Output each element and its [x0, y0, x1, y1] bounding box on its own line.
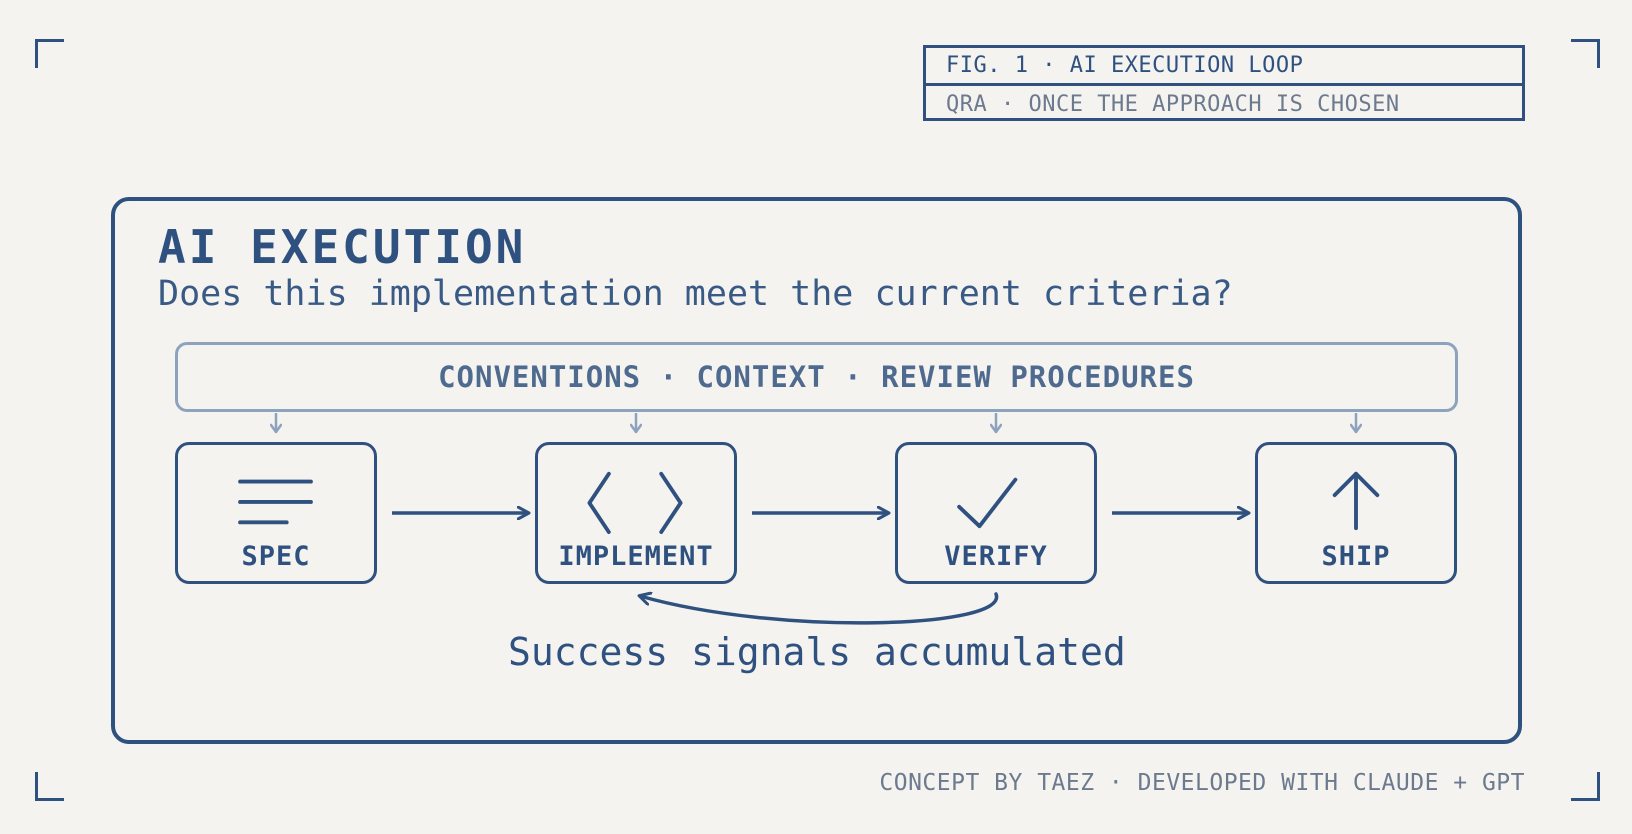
- check-icon: [957, 477, 1018, 529]
- step-implement: IMPLEMENT: [535, 442, 737, 584]
- step-spec: SPEC: [175, 442, 377, 584]
- step-label-verify: VERIFY: [944, 541, 1048, 572]
- step-label-spec: SPEC: [241, 541, 311, 572]
- panel-title: AI EXECUTION: [158, 220, 527, 274]
- lines-icon: [238, 479, 313, 525]
- figure-label: FIG. 1 · AI EXECUTION LOOP: [926, 48, 1522, 86]
- context-bar: CONVENTIONS · CONTEXT · REVIEW PROCEDURE…: [175, 342, 1458, 412]
- corner-mark-bottom-left: [35, 772, 64, 801]
- corner-mark-bottom-right: [1571, 772, 1600, 801]
- code-brackets-icon: [587, 471, 683, 534]
- figure-sublabel: QRA · ONCE THE APPROACH IS CHOSEN: [946, 92, 1400, 117]
- panel-question: Does this implementation meet the curren…: [158, 274, 1233, 314]
- arrow-up-icon: [1332, 471, 1380, 531]
- step-ship: SHIP: [1255, 442, 1457, 584]
- execution-panel: [111, 197, 1522, 744]
- step-verify: VERIFY: [895, 442, 1097, 584]
- loop-caption: Success signals accumulated: [508, 630, 1126, 674]
- context-bar-text: CONVENTIONS · CONTEXT · REVIEW PROCEDURE…: [438, 360, 1195, 394]
- corner-mark-top-left: [35, 39, 64, 68]
- step-label-ship: SHIP: [1321, 541, 1391, 572]
- footer-credit: CONCEPT BY TAEZ · DEVELOPED WITH CLAUDE …: [879, 770, 1525, 796]
- step-label-implement: IMPLEMENT: [558, 541, 714, 572]
- figure-caption-box: FIG. 1 · AI EXECUTION LOOP QRA · ONCE TH…: [923, 45, 1525, 121]
- corner-mark-top-right: [1571, 39, 1600, 68]
